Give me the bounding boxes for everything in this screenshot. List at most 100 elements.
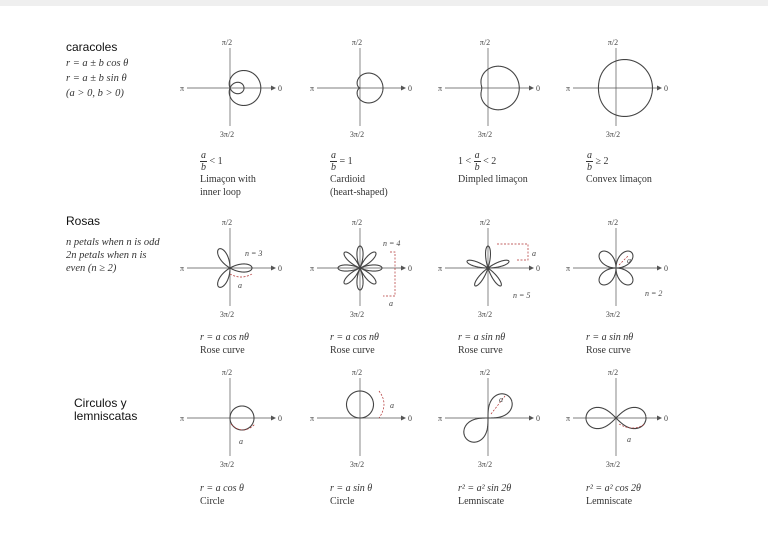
axis-label-right: 0 — [278, 414, 282, 423]
axis-label-top: π/2 — [480, 38, 490, 47]
length-label-a: a — [238, 281, 242, 290]
section-title-rosas: Rosas — [66, 214, 101, 228]
axis-label-top: π/2 — [480, 218, 490, 227]
petal-count-label: n = 5 — [513, 291, 530, 300]
top-bar — [0, 0, 768, 6]
curve — [487, 393, 513, 419]
axis-label-left: π — [438, 84, 442, 93]
axis-label-right: 0 — [536, 414, 540, 423]
curve — [229, 405, 255, 431]
dimpled-limacon-plot: π/2 π 0 3π/2 — [438, 38, 540, 139]
curve — [337, 245, 383, 291]
length-marker — [378, 390, 385, 419]
curve — [345, 390, 375, 419]
curve — [217, 248, 253, 288]
axis-label-bottom: 3π/2 — [478, 310, 492, 319]
section-title-circulos: Circulos y lemniscatas — [74, 397, 137, 423]
axis-label-top: π/2 — [222, 218, 232, 227]
rosas-rule-1: n petals when n is odd — [66, 237, 160, 248]
axis-label-left: π — [566, 84, 570, 93]
axis-arrow-icon — [529, 265, 534, 271]
axis-label-right: 0 — [408, 414, 412, 423]
length-label-a: a — [627, 256, 631, 265]
axis-label-top: π/2 — [352, 38, 362, 47]
axis-label-right: 0 — [664, 84, 668, 93]
length-label-a: a — [390, 401, 394, 410]
length-label-a: a — [389, 299, 393, 308]
rosas-rule-2: 2n petals when n is — [66, 250, 147, 261]
equation-cos: r = a ± b cos θ — [66, 58, 129, 69]
axis-arrow-icon — [529, 415, 534, 421]
axis-label-right: 0 — [536, 264, 540, 273]
curve — [228, 69, 262, 107]
length-marker — [497, 243, 529, 261]
section-equations-caracoles: r = a ± b cos θ r = a ± b sin θ (a > 0, … — [66, 56, 128, 101]
axis-arrow-icon — [271, 265, 276, 271]
axis-label-bottom: 3π/2 — [606, 130, 620, 139]
length-label-a: a — [499, 395, 503, 404]
axis-label-left: π — [180, 414, 184, 423]
axis-label-top: π/2 — [222, 38, 232, 47]
axis-label-right: 0 — [664, 414, 668, 423]
axis-label-right: 0 — [278, 264, 282, 273]
axis-arrow-icon — [271, 85, 276, 91]
petal-count-label: n = 3 — [245, 249, 262, 258]
axis-label-bottom: 3π/2 — [220, 310, 234, 319]
axis-label-left: π — [566, 414, 570, 423]
length-marker — [618, 423, 646, 429]
axis-label-right: 0 — [536, 84, 540, 93]
equation-sin: r = a ± b sin θ — [66, 73, 127, 84]
axis-label-top: π/2 — [480, 368, 490, 377]
length-label-a: a — [627, 435, 631, 444]
axis-label-left: π — [310, 84, 314, 93]
section-title-line-1: Circulos y — [74, 396, 127, 410]
axis-label-bottom: 3π/2 — [220, 460, 234, 469]
axis-label-top: π/2 — [608, 38, 618, 47]
axis-arrow-icon — [271, 415, 276, 421]
length-marker — [618, 255, 629, 266]
axis-label-bottom: 3π/2 — [606, 310, 620, 319]
petal-count-label: n = 4 — [383, 239, 400, 248]
axis-label-bottom: 3π/2 — [478, 460, 492, 469]
curve-lobe — [463, 417, 489, 443]
axis-arrow-icon — [657, 85, 662, 91]
curve — [480, 65, 520, 111]
lemniscate-sin-plot: π/2 π 0 3π/2 a — [438, 368, 540, 469]
axis-label-top: π/2 — [608, 218, 618, 227]
axis-label-top: π/2 — [608, 368, 618, 377]
axis-label-left: π — [310, 264, 314, 273]
equation-conditions: (a > 0, b > 0) — [66, 88, 124, 99]
axis-label-top: π/2 — [352, 368, 362, 377]
axis-label-bottom: 3π/2 — [220, 130, 234, 139]
axis-arrow-icon — [401, 265, 406, 271]
axis-label-left: π — [566, 264, 570, 273]
axis-label-right: 0 — [408, 264, 412, 273]
curve-lobe — [585, 406, 617, 430]
axis-label-left: π — [310, 414, 314, 423]
length-marker — [230, 423, 256, 431]
convex-limacon-plot: π/2 π 0 3π/2 — [566, 38, 668, 139]
axis-label-bottom: 3π/2 — [350, 310, 364, 319]
axis-label-left: π — [438, 414, 442, 423]
axis-arrow-icon — [401, 415, 406, 421]
axis-label-right: 0 — [278, 84, 282, 93]
axis-label-bottom: 3π/2 — [478, 130, 492, 139]
axis-label-left: π — [180, 264, 184, 273]
axis-arrow-icon — [401, 85, 406, 91]
axis-label-top: π/2 — [222, 368, 232, 377]
axis-arrow-icon — [657, 415, 662, 421]
axis-label-right: 0 — [664, 264, 668, 273]
